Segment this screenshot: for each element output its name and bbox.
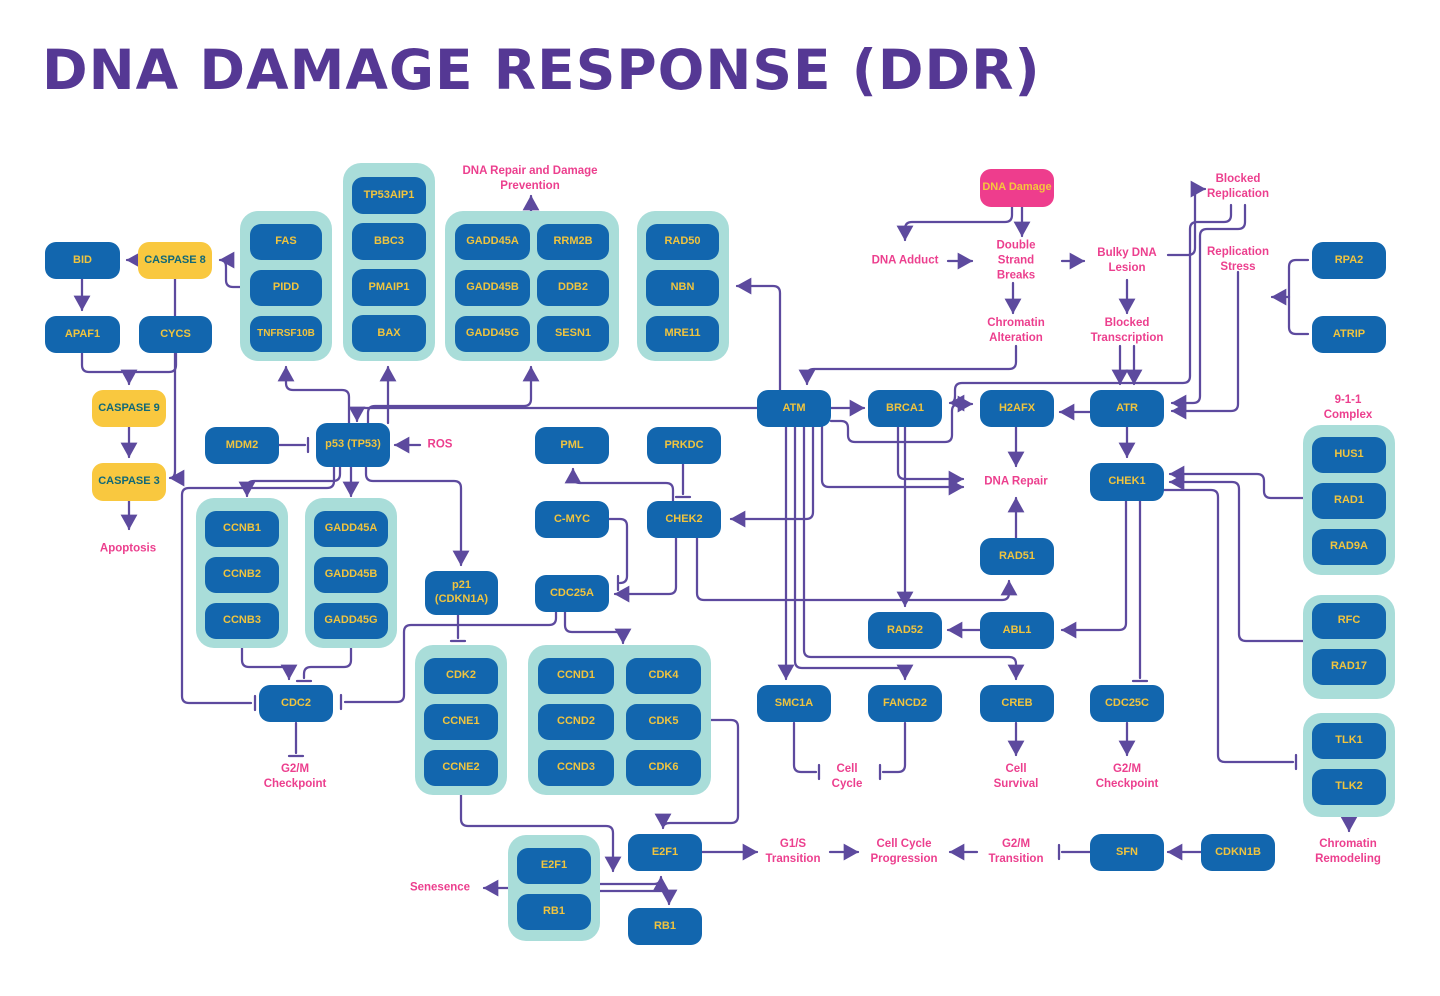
label-dna-repair-prevention: DNA Repair and Damage Prevention <box>462 165 598 192</box>
node-ccnd1: CCND1 <box>538 658 614 694</box>
node-h2afx: H2AFX <box>980 390 1054 427</box>
label-cell-cycle: Cell Cycle <box>831 763 863 790</box>
label-replication-stress: Replication Stress <box>1207 246 1269 273</box>
node-rfc: RFC <box>1312 603 1386 639</box>
node-gadd45b-1: GADD45B <box>455 270 530 306</box>
node-cdk6: CDK6 <box>626 750 701 786</box>
node-atm: ATM <box>757 390 831 427</box>
node-bbc3: BBC3 <box>352 223 426 260</box>
node-sfn: SFN <box>1090 834 1164 871</box>
node-gadd45b-2: GADD45B <box>314 557 388 593</box>
node-rad17: RAD17 <box>1312 649 1386 685</box>
node-prkdc: PRKDC <box>647 427 721 464</box>
node-pmaip1: PMAIP1 <box>352 269 426 306</box>
node-cdc25c: CDC25C <box>1090 685 1164 722</box>
node-rrm2b: RRM2B <box>537 224 609 260</box>
node-cdc25a: CDC25A <box>535 575 609 612</box>
node-abl1: ABL1 <box>980 612 1054 649</box>
node-rad51: RAD51 <box>980 538 1054 575</box>
label-chromatin-alteration: Chromatin Alteration <box>987 317 1045 344</box>
label-dna-adduct: DNA Adduct <box>871 254 939 267</box>
label-g2m-checkpoint-right: G2/M Checkpoint <box>1095 763 1159 790</box>
node-atr: ATR <box>1090 390 1164 427</box>
node-rad50: RAD50 <box>646 224 719 260</box>
node-rb1-main: RB1 <box>628 908 702 945</box>
node-cdkn1b: CDKN1B <box>1201 834 1275 871</box>
label-g2m-transition: G2/M Transition <box>988 838 1044 865</box>
node-cdk5: CDK5 <box>626 704 701 740</box>
node-ccne2: CCNE2 <box>424 750 498 786</box>
node-rb1-group: RB1 <box>517 894 591 930</box>
node-rad9a: RAD9A <box>1312 529 1386 565</box>
node-chek1: CHEK1 <box>1090 463 1164 501</box>
node-cycs: CYCS <box>139 316 212 353</box>
node-fancd2: FANCD2 <box>868 685 942 722</box>
page-title: DNA DAMAGE RESPONSE (DDR) <box>42 38 1041 102</box>
node-ccnd2: CCND2 <box>538 704 614 740</box>
node-tnfrsf10b: TNFRSF10B <box>250 316 322 352</box>
node-dna-damage: DNA Damage <box>980 169 1054 207</box>
label-cell-cycle-progression: Cell Cycle Progression <box>870 838 938 865</box>
node-tlk1: TLK1 <box>1312 723 1386 759</box>
label-cell-survival: Cell Survival <box>993 763 1039 790</box>
node-cdc2: CDC2 <box>259 685 333 722</box>
label-chromatin-remodeling: Chromatin Remodeling <box>1315 838 1381 865</box>
label-dna-repair: DNA Repair <box>984 475 1048 488</box>
node-mdm2: MDM2 <box>205 427 279 464</box>
node-ccnb1: CCNB1 <box>205 511 279 547</box>
node-hus1: HUS1 <box>1312 437 1386 473</box>
label-bulky-dna-lesion: Bulky DNA Lesion <box>1097 247 1157 274</box>
node-mre11: MRE11 <box>646 316 719 352</box>
node-ccne1: CCNE1 <box>424 704 498 740</box>
node-p21: p21 (CDKN1A) <box>425 571 498 615</box>
node-gadd45g-1: GADD45G <box>455 316 530 352</box>
label-senesence: Senesence <box>409 881 471 894</box>
node-rpa2: RPA2 <box>1312 242 1386 279</box>
node-brca1: BRCA1 <box>868 390 942 427</box>
node-e2f1-group: E2F1 <box>517 848 591 884</box>
node-ddb2: DDB2 <box>537 270 609 306</box>
node-pidd: PIDD <box>250 270 322 306</box>
node-pml: PML <box>535 427 609 464</box>
label-ros: ROS <box>427 438 453 451</box>
node-e2f1-main: E2F1 <box>628 834 702 871</box>
node-bid: BID <box>45 242 120 279</box>
node-sesn1: SESN1 <box>537 316 609 352</box>
label-double-strand-breaks: Double Strand Breaks <box>996 239 1036 282</box>
label-blocked-replication: Blocked Replication <box>1207 173 1269 200</box>
label-blocked-transcription: Blocked Transcription <box>1090 317 1164 344</box>
label-apoptosis: Apoptosis <box>99 542 157 555</box>
node-tp53aip1: TP53AIP1 <box>352 177 426 214</box>
node-caspase3: CASPASE 3 <box>92 463 166 501</box>
node-tlk2: TLK2 <box>1312 769 1386 805</box>
node-cmyc: C-MYC <box>535 501 609 538</box>
node-nbn: NBN <box>646 270 719 306</box>
node-gadd45a-1: GADD45A <box>455 224 530 260</box>
node-ccnb3: CCNB3 <box>205 603 279 639</box>
node-ccnd3: CCND3 <box>538 750 614 786</box>
node-atrip: ATRIP <box>1312 316 1386 353</box>
node-gadd45a-2: GADD45A <box>314 511 388 547</box>
node-caspase8: CASPASE 8 <box>138 242 212 279</box>
node-chek2: CHEK2 <box>647 501 721 538</box>
label-g2m-checkpoint-left: G2/M Checkpoint <box>263 763 327 790</box>
node-cdk4: CDK4 <box>626 658 701 694</box>
node-ccnb2: CCNB2 <box>205 557 279 593</box>
node-apaf1: APAF1 <box>45 316 120 353</box>
node-creb: CREB <box>980 685 1054 722</box>
node-bax: BAX <box>352 315 426 352</box>
label-g1s-transition: G1/S Transition <box>765 838 821 865</box>
node-fas: FAS <box>250 224 322 260</box>
node-caspase9: CASPASE 9 <box>92 390 166 427</box>
node-smc1a: SMC1A <box>757 685 831 722</box>
label-911-complex: 9-1-1 Complex <box>1323 394 1373 421</box>
node-p53: p53 (TP53) <box>316 423 390 467</box>
node-cdk2: CDK2 <box>424 658 498 694</box>
node-gadd45g-2: GADD45G <box>314 603 388 639</box>
node-rad52: RAD52 <box>868 612 942 649</box>
node-rad1: RAD1 <box>1312 483 1386 519</box>
